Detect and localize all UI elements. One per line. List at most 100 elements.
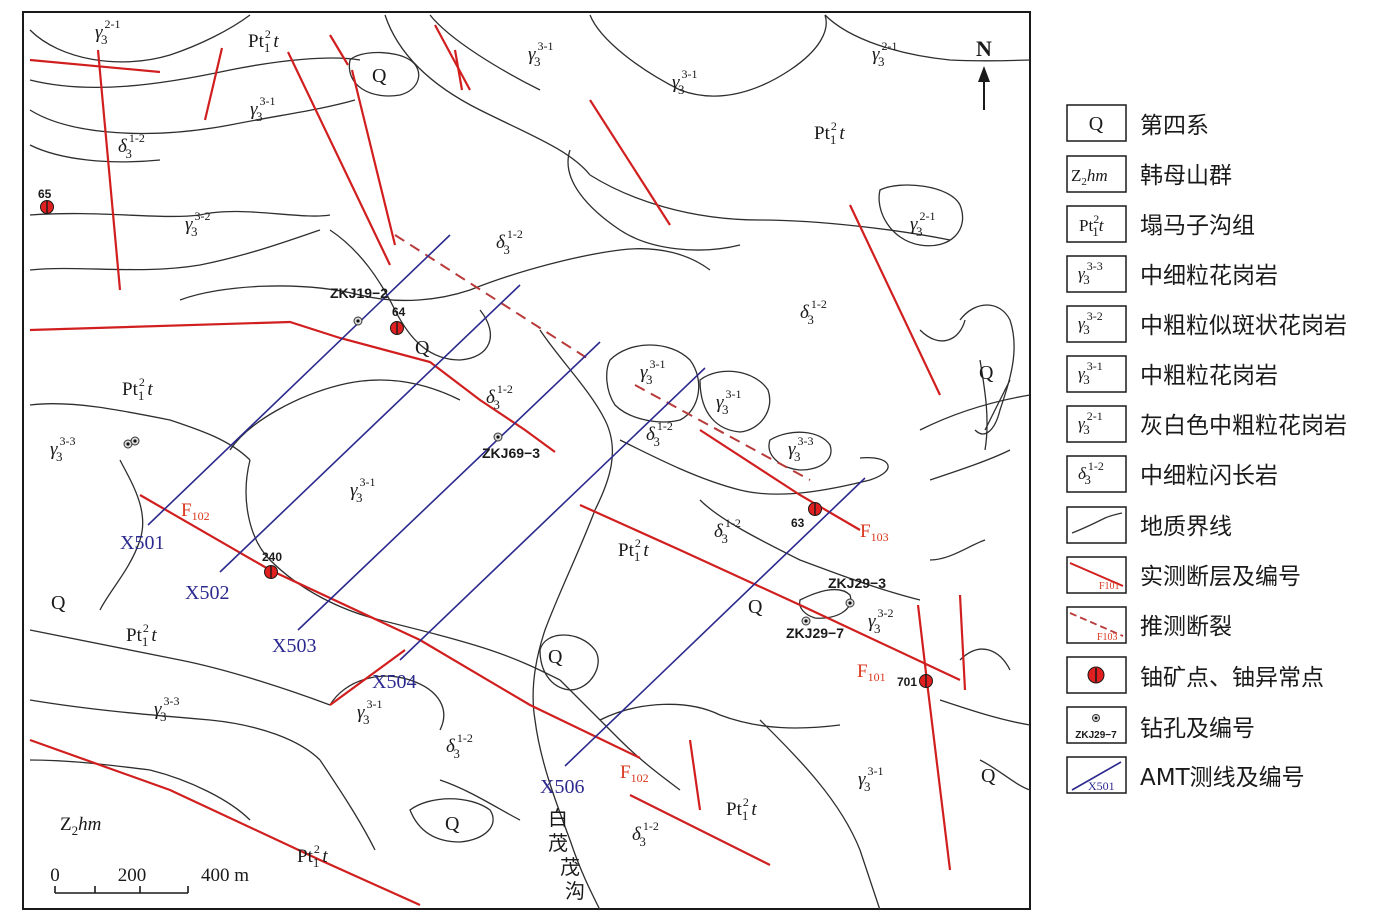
- place-char: 白: [548, 807, 568, 830]
- anomaly-number: 701: [897, 675, 917, 689]
- place-char: 沟: [565, 880, 585, 903]
- quaternary-label: Q: [981, 765, 996, 787]
- fault-label: F101: [857, 661, 886, 684]
- legend-label: 铀矿点、铀异常点: [1140, 665, 1324, 691]
- north-label: N: [976, 36, 992, 61]
- legend-contact-line: [1071, 512, 1123, 534]
- legend-box: [1066, 706, 1127, 744]
- amt-label: X502: [185, 582, 229, 604]
- fault-label: F103: [860, 521, 889, 544]
- legend-amt-num: X501: [1088, 779, 1115, 793]
- legend-label: 推测断裂: [1140, 614, 1232, 640]
- faults: [29, 24, 967, 907]
- drill-hole-label: ZKJ29−7: [786, 625, 844, 641]
- zhm-sub: 2: [72, 823, 79, 838]
- place-char: 茂: [560, 856, 580, 879]
- amt-lines: [147, 234, 866, 767]
- quaternary-label: Q: [415, 337, 430, 359]
- fault-label: F102: [620, 762, 649, 785]
- legend-box: [1066, 305, 1127, 343]
- legend-label: 钻孔及编号: [1140, 716, 1255, 742]
- legend-drill-num: ZKJ29−7: [1075, 730, 1117, 741]
- legend-label: 中粗粒似斑状花岗岩: [1140, 313, 1347, 339]
- legend-box: [1066, 255, 1127, 293]
- quaternary-label: Q: [979, 362, 994, 384]
- quaternary-labels: Q Q Q Q Q Q Q Q: [51, 65, 996, 835]
- map-frame: [22, 11, 1031, 910]
- legend-box: [1066, 205, 1127, 243]
- amt-label: X503: [272, 635, 316, 657]
- legend-label: AMT测线及编号: [1140, 765, 1305, 791]
- scale-tick-0: 0: [50, 865, 60, 886]
- scale-tick-400: 400 m: [201, 865, 249, 886]
- anomaly-numbers: 65 64 240 63 701: [38, 187, 917, 689]
- legend-box: [1066, 506, 1127, 544]
- amt-label: X501: [120, 532, 164, 554]
- amt-label: X504: [372, 671, 416, 693]
- place-name: 白 茂 茂 沟: [548, 807, 585, 903]
- uranium-points: [40, 200, 933, 688]
- legend-label: 韩母山群: [1140, 163, 1232, 189]
- legend-box: [1066, 104, 1127, 142]
- legend-label: 中细粒花岗岩: [1140, 263, 1278, 289]
- fault-label: F102: [181, 500, 210, 523]
- geologic-contacts: [29, 14, 1031, 911]
- drill-hole-labels: ZKJ19−2 ZKJ69−3 ZKJ29−3 ZKJ29−7: [330, 285, 886, 641]
- north-arrow: N: [976, 36, 992, 110]
- legend-zhm-symbol: Z2hm: [1071, 166, 1108, 188]
- drill-hole-label: ZKJ19−2: [330, 285, 388, 301]
- scale-bar: 0 200 400 m: [50, 865, 249, 894]
- amt-labels: X501 X502 X503 X504 X506: [120, 532, 584, 798]
- legend-label: 中粗粒花岗岩: [1140, 363, 1278, 389]
- legend-label: 实测断层及编号: [1140, 564, 1301, 590]
- anomaly-number: 63: [791, 516, 805, 530]
- anomaly-number: 65: [38, 187, 52, 201]
- legend-inferred-line: [1069, 612, 1124, 637]
- legend-box: [1066, 606, 1127, 644]
- drill-hole-label: ZKJ29−3: [828, 575, 886, 591]
- amt-label: X506: [540, 776, 584, 798]
- legend-label: 塌马子沟组: [1140, 213, 1255, 239]
- anomaly-number: 240: [262, 550, 282, 564]
- scale-tick-200: 200: [118, 865, 147, 886]
- drill-hole-label: ZKJ69−3: [482, 445, 540, 461]
- zhm-base: Z: [60, 814, 72, 835]
- quaternary-label: Q: [445, 813, 460, 835]
- quaternary-label: Q: [548, 646, 563, 668]
- zhm-label: Z2hm: [60, 814, 101, 838]
- fault-labels: F102 F103 F101 F102: [181, 500, 889, 785]
- legend-label: 中细粒闪长岩: [1140, 463, 1278, 489]
- legend-label: 灰白色中粗粒花岗岩: [1140, 413, 1347, 439]
- quaternary-label: Q: [748, 596, 763, 618]
- legend-fault-line: [1069, 562, 1124, 587]
- legend-label: 第四系: [1140, 113, 1209, 139]
